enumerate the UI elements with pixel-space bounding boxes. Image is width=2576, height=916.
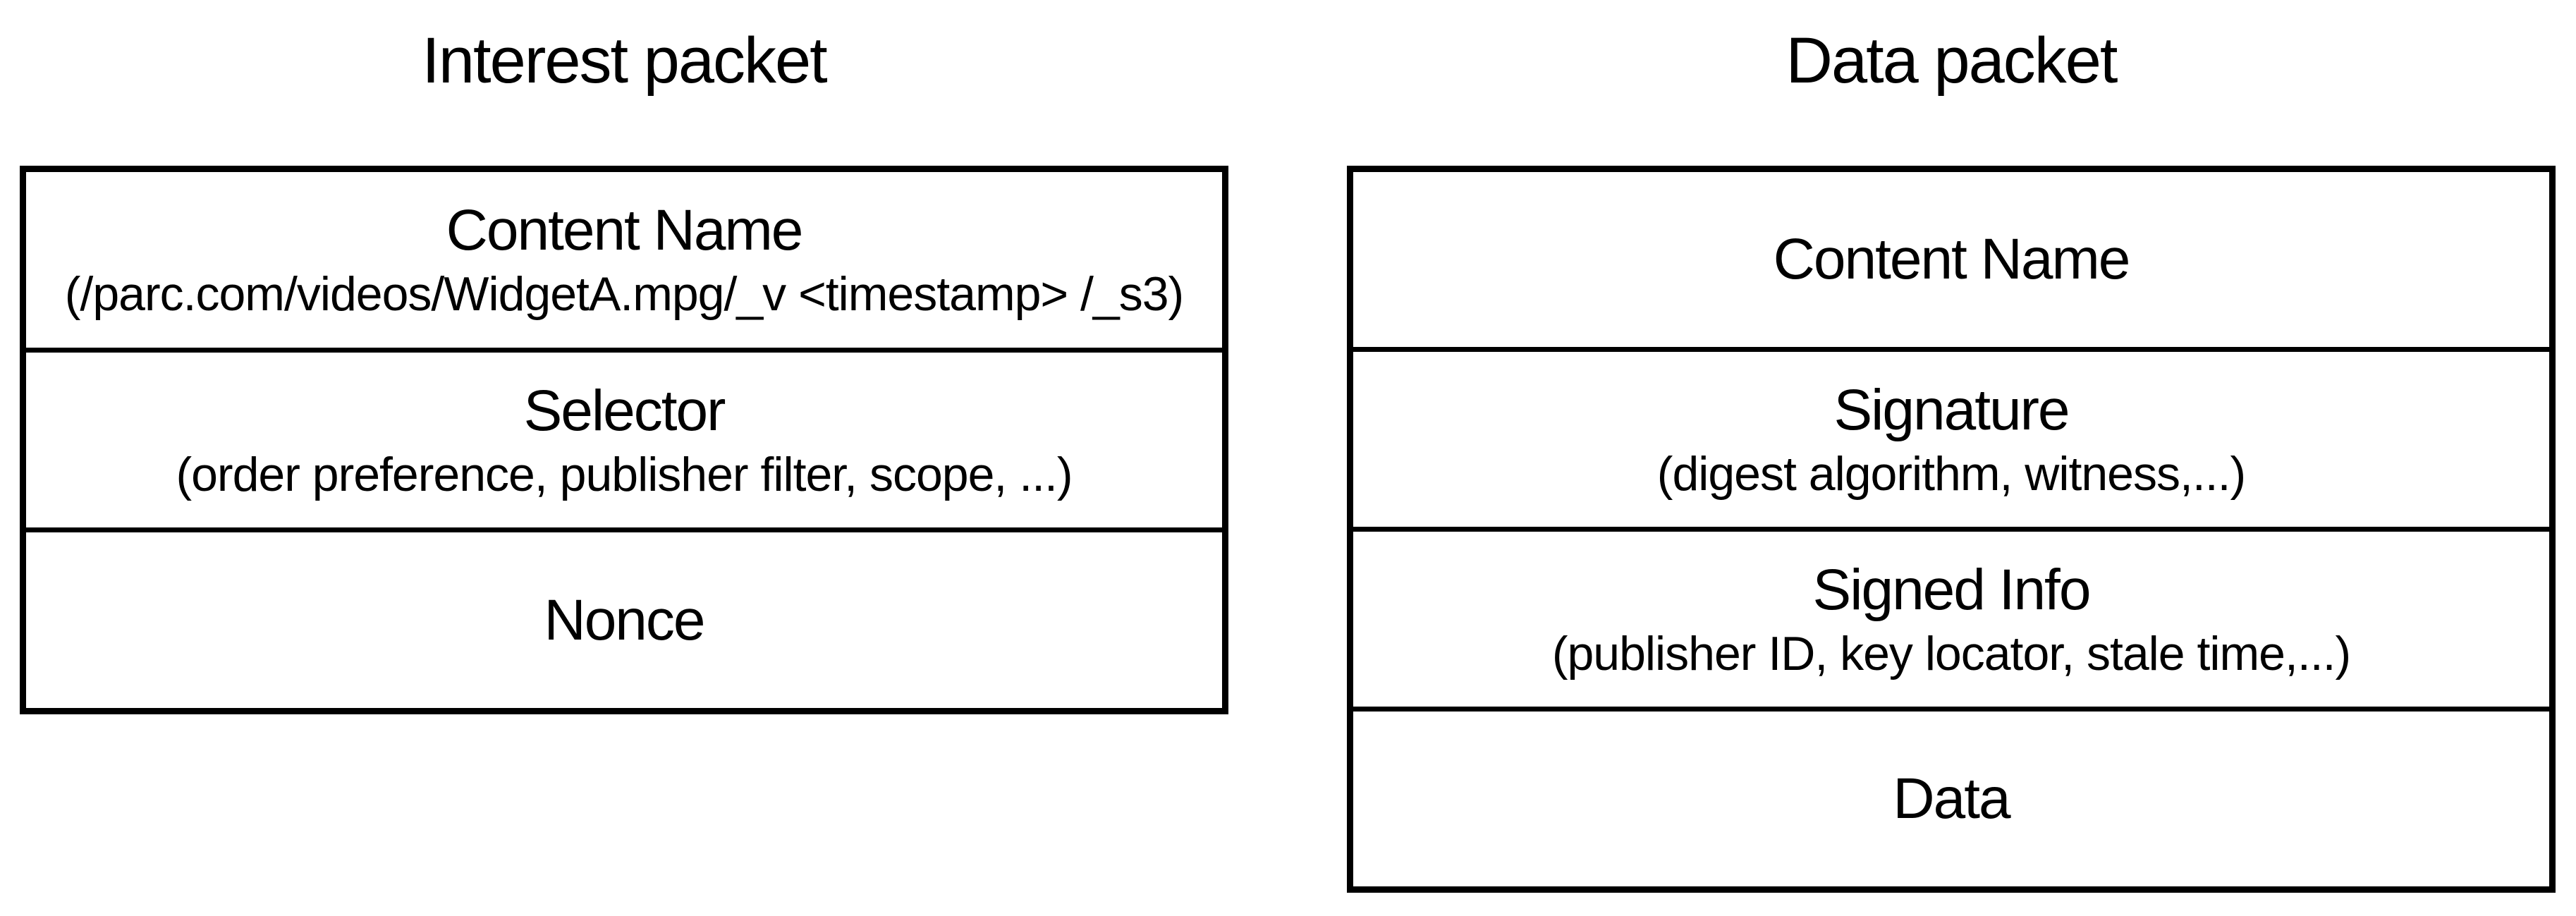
data-content-name-row: Content Name	[1353, 172, 2549, 347]
field-label: Content Name	[1773, 227, 2131, 292]
field-label: Data	[1893, 767, 2010, 831]
interest-content-name-row: Content Name (/parc.com/videos/WidgetA.m…	[26, 172, 1222, 348]
field-label: Signature	[1833, 378, 2070, 442]
interest-nonce-row: Nonce	[26, 527, 1222, 708]
field-sublabel: (order preference, publisher filter, sco…	[176, 447, 1073, 501]
data-signed-info-row: Signed Info (publisher ID, key locator, …	[1353, 527, 2549, 707]
field-label: Content Name	[446, 198, 804, 263]
data-packet-box: Content Name Signature (digest algorithm…	[1347, 166, 2556, 893]
field-sublabel: (/parc.com/videos/WidgetA.mpg/_v <timest…	[64, 267, 1184, 322]
interest-packet-title: Interest packet	[422, 25, 827, 97]
field-sublabel: (publisher ID, key locator, stale time,.…	[1551, 626, 2351, 680]
data-data-row: Data	[1353, 707, 2549, 886]
data-signature-row: Signature (digest algorithm, witness,...…	[1353, 347, 2549, 527]
data-packet-title: Data packet	[1786, 25, 2118, 97]
field-label: Signed Info	[1812, 558, 2092, 622]
interest-selector-row: Selector (order preference, publisher fi…	[26, 347, 1222, 528]
interest-packet-box: Content Name (/parc.com/videos/WidgetA.m…	[20, 166, 1228, 714]
field-sublabel: (digest algorithm, witness,...)	[1656, 446, 2246, 501]
field-label: Nonce	[544, 587, 705, 652]
field-label: Selector	[523, 379, 726, 444]
